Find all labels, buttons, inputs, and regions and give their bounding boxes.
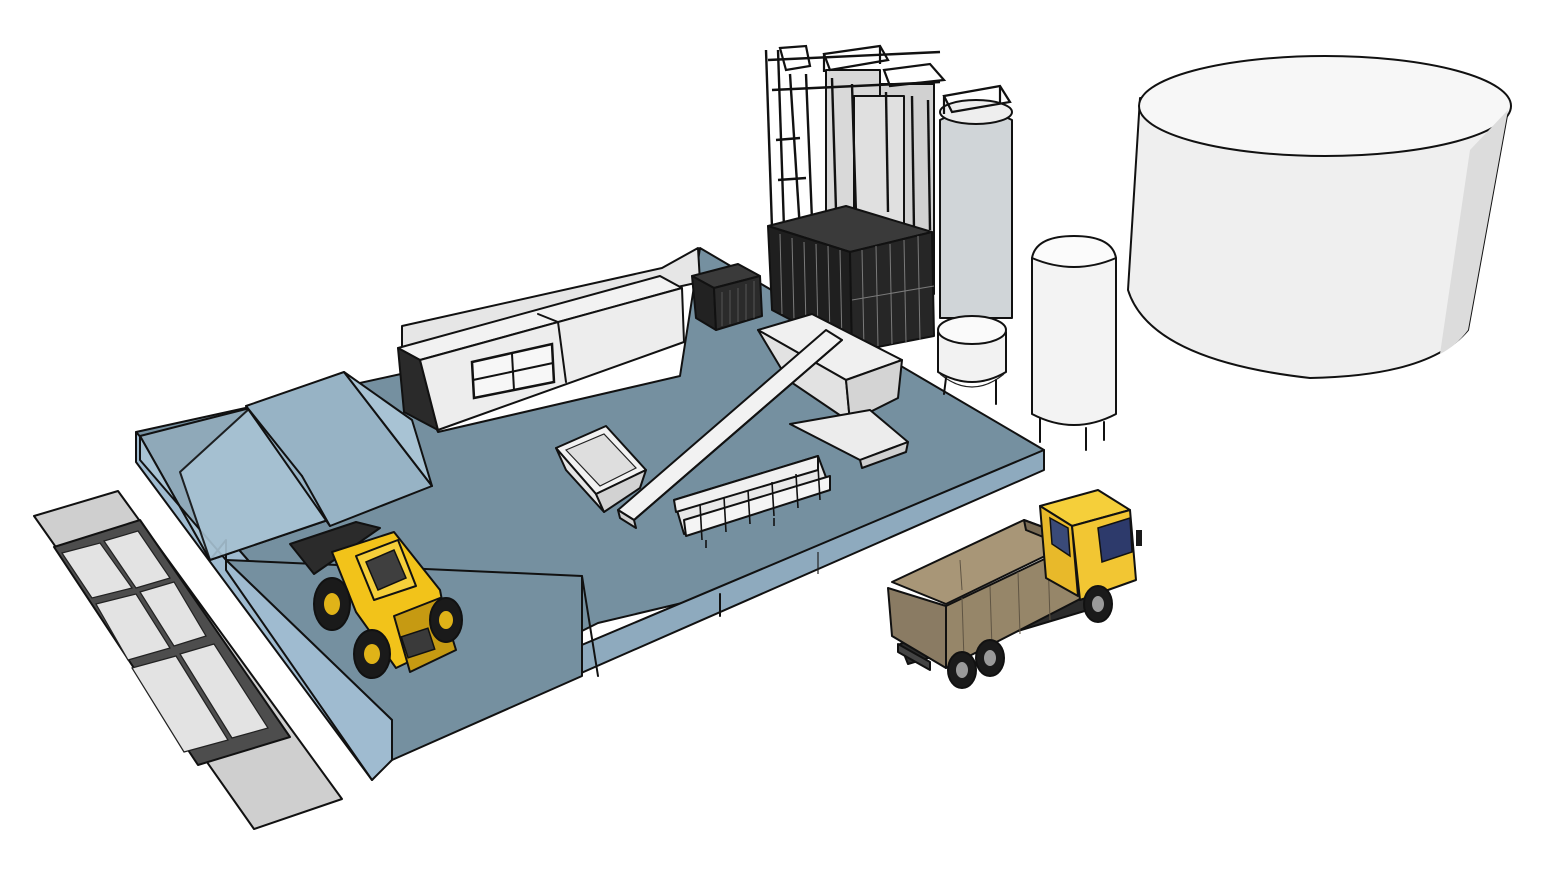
feed-hopper-body-side: [595, 469, 647, 513]
small-tank-leg-1: [943, 377, 947, 395]
loader-bucket: [289, 521, 381, 575]
conveyor-edge: [633, 339, 843, 521]
truck-rear-bumper: [897, 643, 931, 671]
small-tank-body: [937, 331, 1007, 383]
cement-silos: [764, 44, 1013, 353]
vertical-tank-body: [1031, 257, 1117, 426]
truck-side-window: [1049, 516, 1071, 558]
silo-front: [939, 110, 1013, 319]
loader-cab-window: [365, 549, 407, 591]
walkway-panel-1: [61, 542, 133, 599]
truck-windshield: [1097, 516, 1133, 564]
walkway-panel-6: [179, 643, 269, 739]
grating-walkway: [33, 490, 343, 830]
truck-hub-r2: [984, 650, 996, 666]
silo-base-ribs: [779, 233, 935, 351]
large-storage-tank: [1127, 55, 1512, 379]
truck-body-planks: [959, 557, 1051, 661]
loader-grille: [400, 627, 436, 659]
silo-base-side: [849, 231, 935, 353]
loader-hub-rr: [439, 611, 453, 629]
aggregate-bin-left: [139, 407, 329, 561]
skip-front-wall: [683, 475, 831, 537]
storage-tank-roof: [1138, 55, 1512, 157]
hopper-chute-side: [859, 441, 909, 469]
dark-generator-box: [691, 263, 763, 331]
aggregate-skip: [673, 455, 831, 548]
walkway-panel-5: [131, 655, 229, 753]
bin-right-edge: [245, 405, 303, 477]
conveyor-side: [617, 509, 637, 529]
dump-truck: [887, 489, 1142, 689]
silo-tower-frame: [764, 49, 941, 231]
silo-front-top: [939, 99, 1013, 125]
bin-right-side: [343, 371, 433, 487]
aggregate-bin-right: [245, 371, 433, 527]
cabin-module-split: [557, 321, 567, 383]
slab-joint-1: [581, 575, 599, 677]
skip-ribs: [699, 465, 821, 548]
feed-hopper: [555, 425, 647, 513]
cabin-rear-roof: [401, 247, 701, 349]
walkway-panel-4: [139, 581, 207, 647]
truck-hub-front: [1092, 596, 1104, 612]
vertical-tank: [1031, 235, 1117, 451]
walkway-panel-2: [103, 530, 171, 589]
loader-hub-fl: [324, 593, 340, 615]
hopper-unit-side: [845, 359, 903, 423]
silo-guardrails: [778, 44, 1012, 114]
loader-hub-rl: [364, 644, 380, 664]
bin-right-edge2: [301, 475, 331, 527]
wheel-loader: [289, 521, 463, 679]
walkway-panel-3: [95, 593, 171, 661]
cabin-window-mullion-h: [472, 362, 554, 381]
truck-mirror: [1136, 530, 1142, 546]
control-cabin: [397, 247, 701, 431]
storage-tank-shade: [1440, 110, 1508, 354]
slab-step-face: [225, 559, 393, 781]
cabin-module-split-top: [537, 313, 559, 323]
small-tank-top: [937, 315, 1007, 345]
vertical-tank-dome: [1031, 235, 1117, 268]
truck-hub-r1: [956, 662, 968, 678]
feed-hopper-inner: [564, 433, 637, 487]
small-tank: [937, 315, 1007, 405]
conveyor-belt: [617, 329, 843, 529]
